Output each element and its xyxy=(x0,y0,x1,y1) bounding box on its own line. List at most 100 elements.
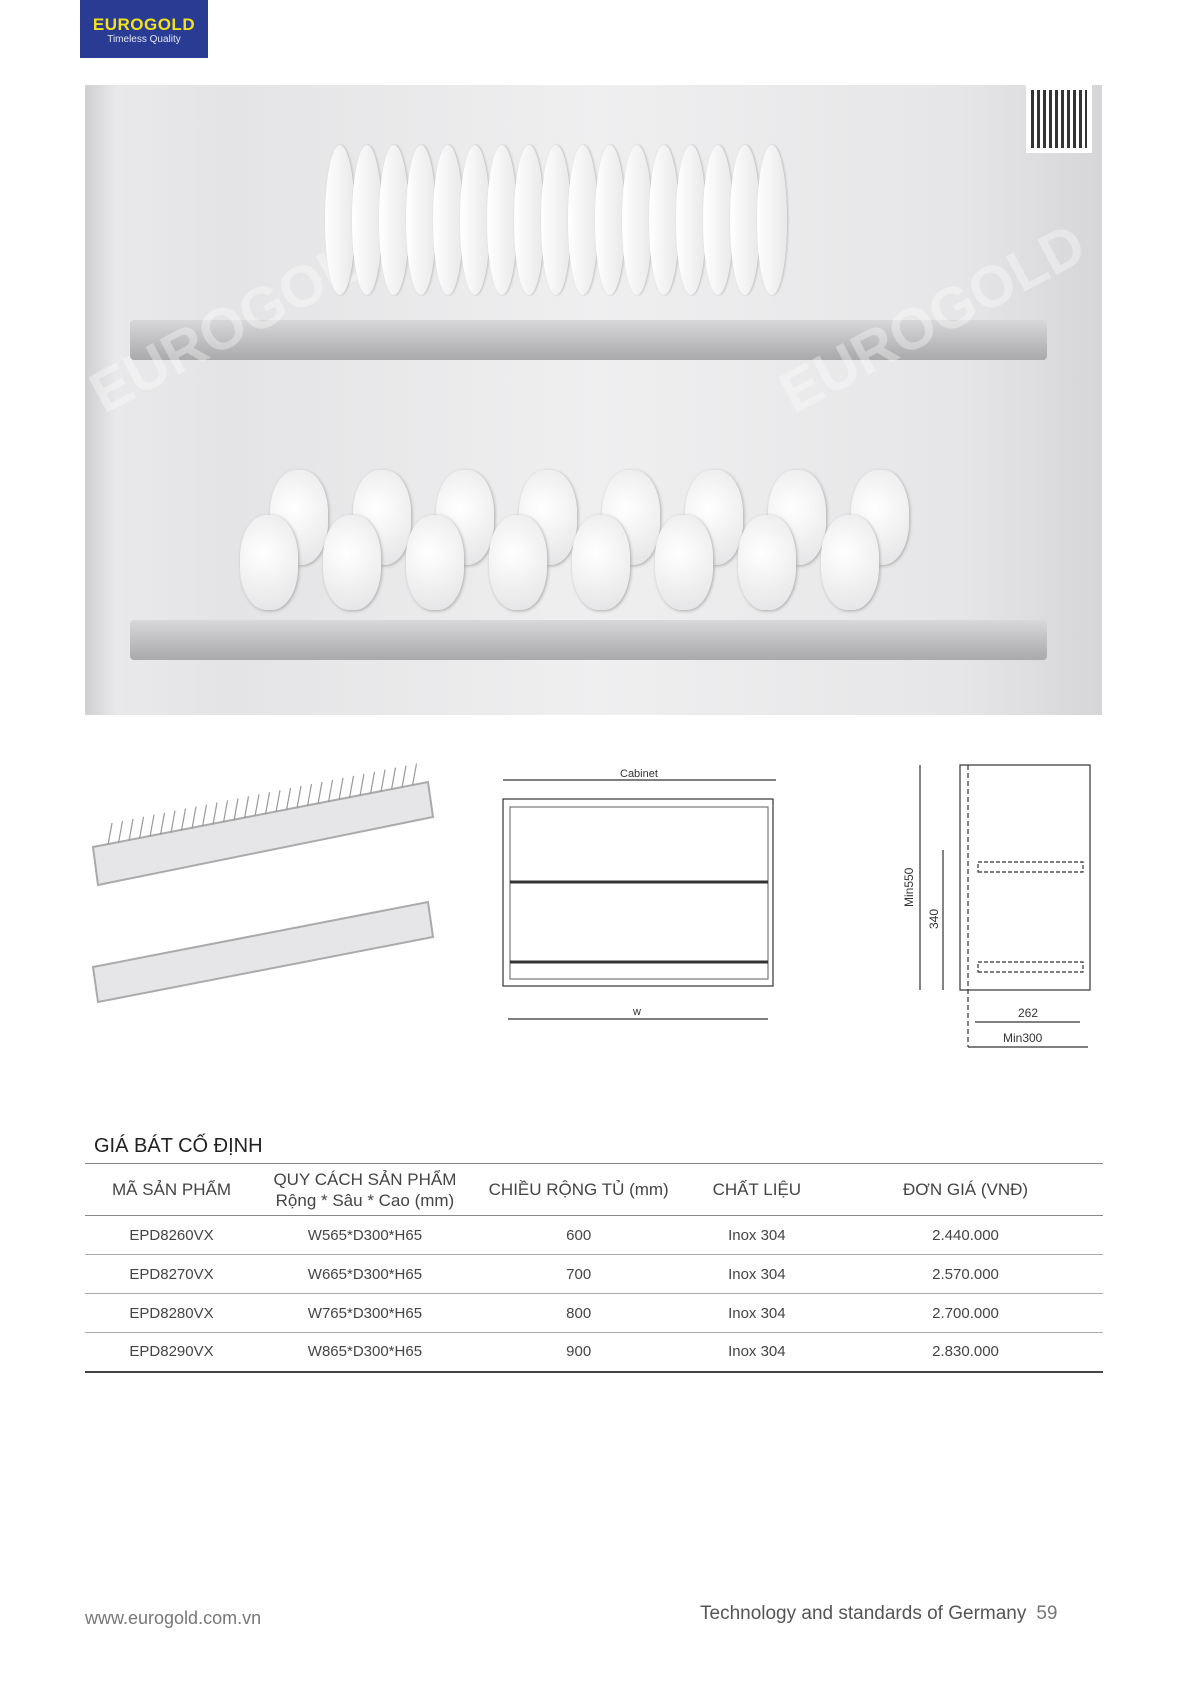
bowl xyxy=(240,515,298,610)
rack-tine xyxy=(243,796,250,819)
rack-tine xyxy=(264,792,271,815)
table-cell: Inox 304 xyxy=(685,1254,829,1294)
table-cell: 600 xyxy=(471,1215,686,1255)
rack-tine xyxy=(380,769,386,792)
rack-tine xyxy=(107,822,113,846)
table-cell: 900 xyxy=(471,1332,686,1373)
bowl xyxy=(406,515,464,610)
table-cell: Inox 304 xyxy=(685,1293,829,1333)
table-cell: W565*D300*H65 xyxy=(258,1215,472,1255)
height-inner-label: 340 xyxy=(927,909,941,929)
table-cell: EPD8270VX xyxy=(85,1254,259,1294)
rack-tine xyxy=(149,814,155,837)
col-header-width: CHIỀU RỘNG TỦ (mm) xyxy=(471,1163,686,1216)
product-render xyxy=(91,763,435,1004)
front-top-label: Cabinet xyxy=(620,768,658,780)
rack-tine xyxy=(180,808,187,831)
bowl xyxy=(655,515,713,610)
plate xyxy=(325,145,355,295)
rack-tine xyxy=(390,767,397,790)
rack-tine xyxy=(138,816,145,839)
rack-tine xyxy=(159,812,166,835)
spec-header-line2: Rộng * Sâu * Cao (mm) xyxy=(275,1190,455,1210)
plate xyxy=(487,145,517,295)
website-link[interactable]: www.eurogold.com.vn xyxy=(85,1608,262,1628)
rack-tine xyxy=(191,806,197,829)
section-title: GIÁ BÁT CỐ ĐỊNH xyxy=(94,1135,263,1157)
side-drawing: Min550 340 262 Min300 xyxy=(902,764,1091,1048)
rack-tine xyxy=(338,777,344,801)
height-outer-label: Min550 xyxy=(902,867,916,907)
table-cell: Inox 304 xyxy=(685,1332,829,1373)
rack-tine xyxy=(369,771,376,794)
rack-tine xyxy=(285,788,292,811)
rack-tine xyxy=(359,773,365,796)
rack-tine xyxy=(411,763,418,786)
front-bottom-label: w xyxy=(632,1006,641,1018)
plate xyxy=(433,145,463,295)
plate xyxy=(703,145,733,295)
plate xyxy=(460,145,490,295)
col-header-price: ĐƠN GIÁ (VNĐ) xyxy=(828,1163,1103,1216)
lower-shelf xyxy=(130,620,1047,660)
logo-brand: EUROGOLD xyxy=(92,15,196,34)
plate xyxy=(595,145,625,295)
col-header-material: CHẤT LIỆU xyxy=(685,1163,829,1216)
upper-shelf xyxy=(130,320,1047,360)
plate xyxy=(379,145,409,295)
watermark: EUROGOLD xyxy=(769,211,1096,426)
table-cell: 700 xyxy=(471,1254,686,1294)
plate xyxy=(622,145,652,295)
rack-tine xyxy=(317,781,323,805)
rack-tine xyxy=(212,802,218,825)
rack-tine xyxy=(296,785,302,809)
bowl xyxy=(323,515,381,610)
rack-tine xyxy=(275,790,281,813)
plate xyxy=(730,145,760,295)
qr-code xyxy=(1026,85,1092,153)
table-cell: W765*D300*H65 xyxy=(258,1293,472,1333)
slogan-text: Technology and standards of Germany xyxy=(700,1603,1027,1624)
table-cell: 2.700.000 xyxy=(828,1293,1103,1333)
bowl xyxy=(821,515,879,610)
table-cell: 2.830.000 xyxy=(828,1332,1103,1373)
rack-tine xyxy=(306,783,313,807)
plate xyxy=(352,145,382,295)
rack-tine xyxy=(222,800,229,823)
table-cell: W665*D300*H65 xyxy=(258,1254,472,1294)
plate xyxy=(568,145,598,295)
bowl xyxy=(572,515,630,610)
table-cell: EPD8280VX xyxy=(85,1293,259,1333)
rack-tine xyxy=(348,775,355,798)
width-outer-label: Min300 xyxy=(1003,1031,1043,1045)
rack-tine xyxy=(401,765,407,788)
rack-tine xyxy=(117,820,124,844)
col-header-code: MÃ SẢN PHẨM xyxy=(85,1163,259,1216)
front-drawing: Cabinet w xyxy=(502,768,776,1020)
logo-tagline: Timeless Quality xyxy=(107,34,181,45)
table-cell: W865*D300*H65 xyxy=(258,1332,472,1373)
rack-tine xyxy=(170,810,176,833)
table-cell: EPD8290VX xyxy=(85,1332,259,1373)
plate xyxy=(514,145,544,295)
rack-tine xyxy=(128,818,134,842)
rack-tine xyxy=(233,798,239,821)
table-cell: Inox 304 xyxy=(685,1215,829,1255)
plate xyxy=(406,145,436,295)
plate xyxy=(541,145,571,295)
spec-header-line1: QUY CÁCH SẢN PHẨM xyxy=(273,1169,457,1189)
rack-tine xyxy=(327,779,334,803)
rack-tine xyxy=(254,794,260,817)
table-cell: 2.570.000 xyxy=(828,1254,1103,1294)
bowl xyxy=(489,515,547,610)
product-photo: EUROGOLD EUROGOLD xyxy=(85,85,1102,715)
bowl xyxy=(738,515,796,610)
table-cell: 800 xyxy=(471,1293,686,1333)
